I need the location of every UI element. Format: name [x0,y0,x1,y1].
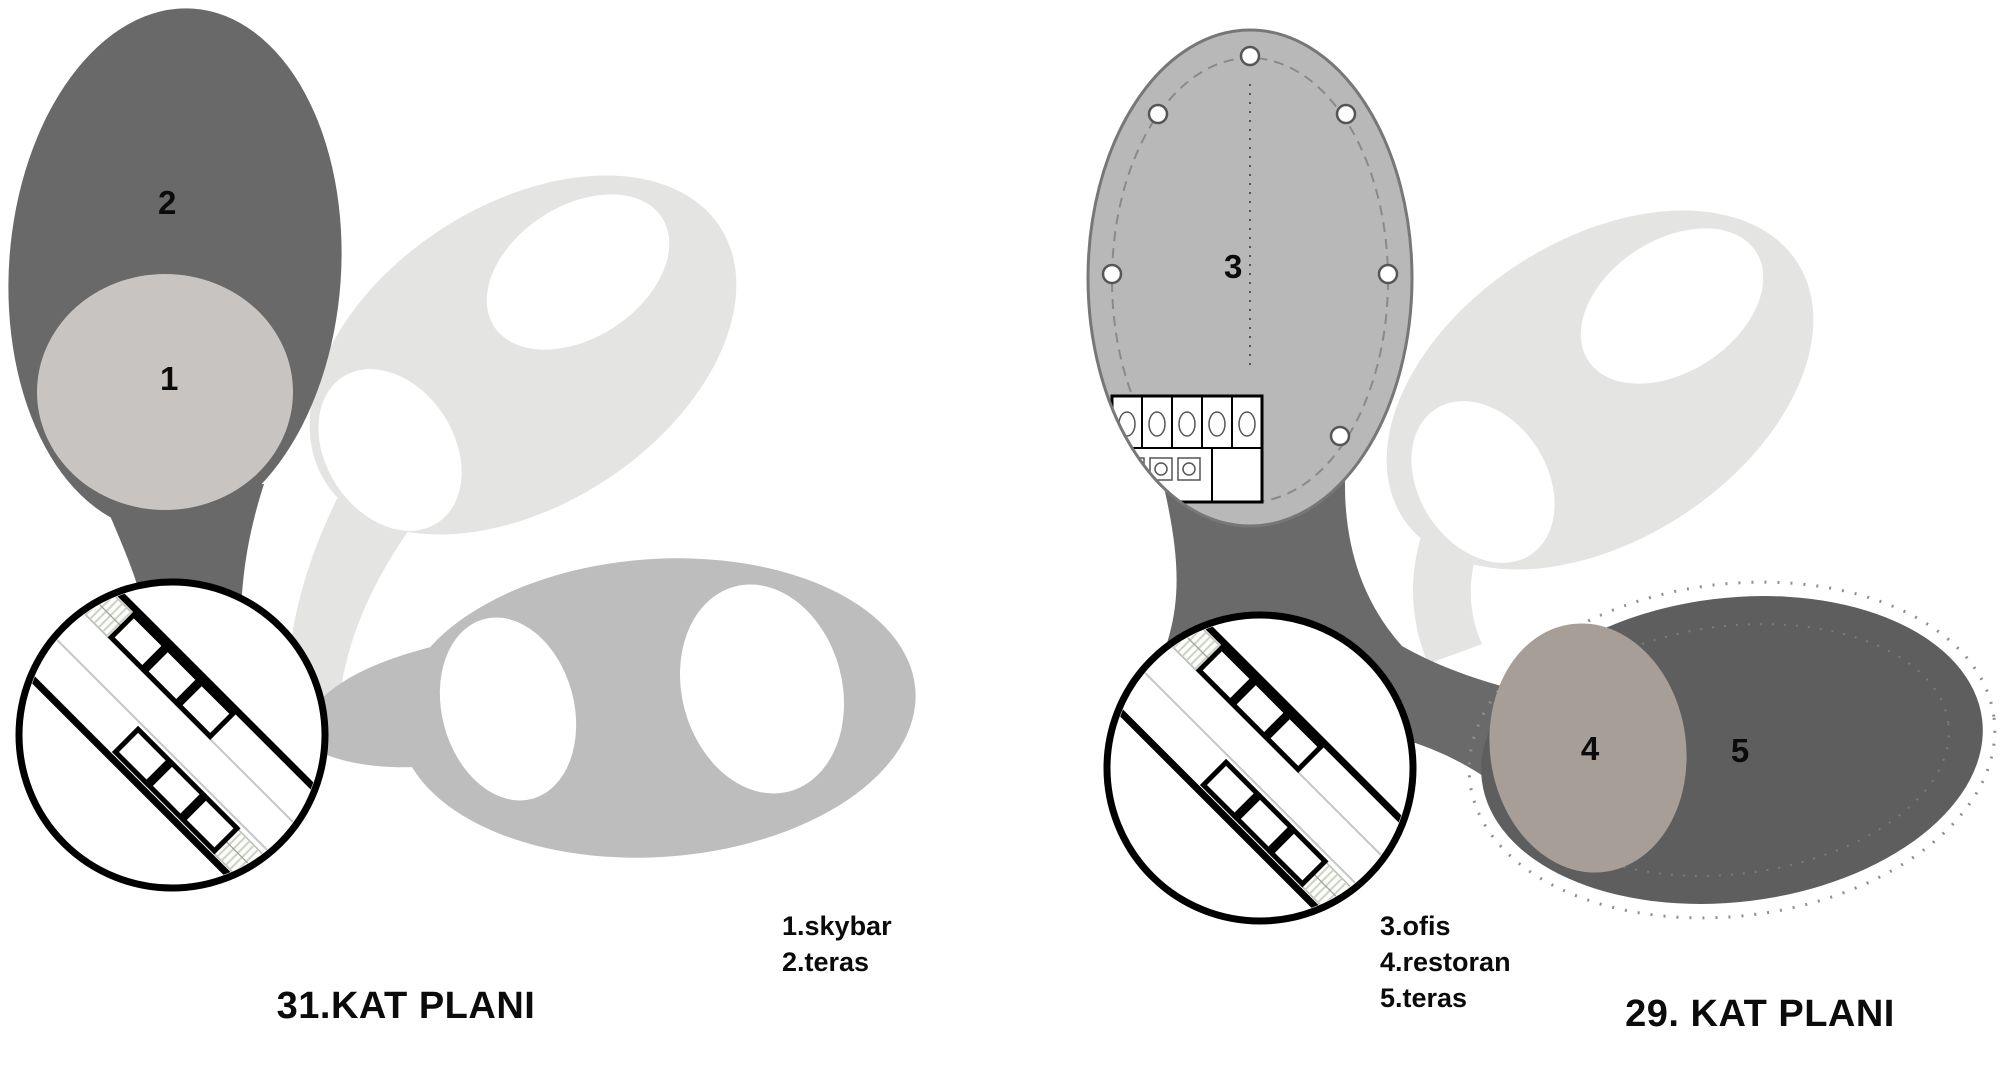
region-label-teras-31: 2 [158,184,176,221]
teras-29-inner-dotted [1514,623,1950,877]
ofis-29-outline [1086,28,1414,528]
wing-teras-29: 4 5 [1467,580,1997,920]
region-restoran-29 [1489,623,1687,873]
region-label-teras-29: 5 [1731,732,1749,769]
wing-medium-31-void-right [680,584,844,794]
region-label-ofis-29: 3 [1224,248,1242,285]
plan-29: 4 5 [1086,28,1997,1035]
region-label-skybar-31: 1 [160,360,178,397]
legend-29-line2: 4.restoran [1380,947,1511,977]
plan-31-title: 31.KAT PLANI [277,985,536,1027]
legend-29-line1: 3.ofis [1380,911,1451,941]
legend-31-line2: 2.teras [782,947,869,977]
ofis-29-wc-block [1110,394,1264,504]
wing-light-29-void-upper [1580,228,1764,384]
wing-medium-31-void-left [439,617,577,801]
wing-light-31-void-lower [318,369,462,531]
wing-light-31-tail [286,470,428,714]
legend-29: 3.ofis 4.restoran 5.teras [1380,911,1511,1013]
wing-light-29 [1386,210,1814,664]
wing-medium-31 [298,558,916,858]
service-core-31 [17,577,330,890]
region-label-restoran-29: 4 [1581,730,1600,767]
legend-29-line3: 5.teras [1380,983,1467,1013]
wing-dark-31: 2 1 [8,8,342,664]
ofis-29-columns [1101,45,1399,447]
legend-31-line1: 1.skybar [782,911,892,941]
plan-31: 2 1 1.skybar 2.teras 31.KAT PLANI [8,8,916,1027]
wing-light-29-void-lower [1411,401,1555,563]
wing-light-31 [286,175,737,714]
plan-29-title: 29. KAT PLANI [1625,993,1895,1035]
wing-ofis-29: 3 [1086,28,1414,528]
legend-31: 1.skybar 2.teras [782,911,892,977]
wing-light-31-void-upper [486,194,670,350]
region-skybar-31 [37,274,293,510]
